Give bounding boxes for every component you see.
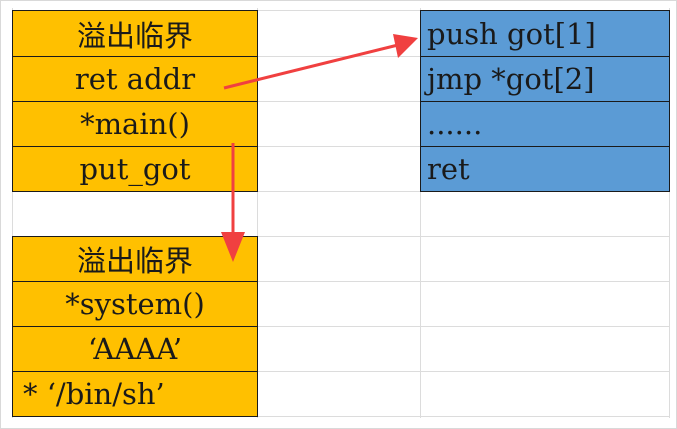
overflow-boundary-cell-2: 溢出临界	[12, 236, 258, 282]
grid-line	[12, 326, 670, 327]
grid-line	[12, 416, 670, 417]
jmp-got-cell: jmp *got[2]	[420, 56, 670, 102]
grid-line	[12, 281, 670, 282]
ret-addr-cell: ret addr	[12, 56, 258, 102]
ret-cell: ret	[420, 146, 670, 192]
ellipsis-cell: ......	[420, 101, 670, 147]
grid-line	[420, 8, 421, 418]
push-got-cell: push got[1]	[420, 10, 670, 57]
grid-line	[12, 191, 670, 192]
grid-line	[669, 8, 670, 418]
grid-line	[12, 101, 670, 102]
grid-line	[12, 8, 13, 418]
grid-line	[12, 371, 670, 372]
system-pointer-cell: *system()	[12, 281, 258, 327]
bin-sh-pointer-cell: * ‘/bin/sh’	[12, 371, 258, 417]
grid-line	[12, 146, 670, 147]
overflow-boundary-cell: 溢出临界	[12, 10, 258, 57]
grid-line	[257, 8, 258, 418]
main-pointer-cell: *main()	[12, 101, 258, 147]
grid-line	[12, 236, 670, 237]
grid-line	[12, 10, 670, 11]
put-got-cell: put_got	[12, 146, 258, 192]
aaaa-padding-cell: ‘AAAA’	[12, 326, 258, 372]
